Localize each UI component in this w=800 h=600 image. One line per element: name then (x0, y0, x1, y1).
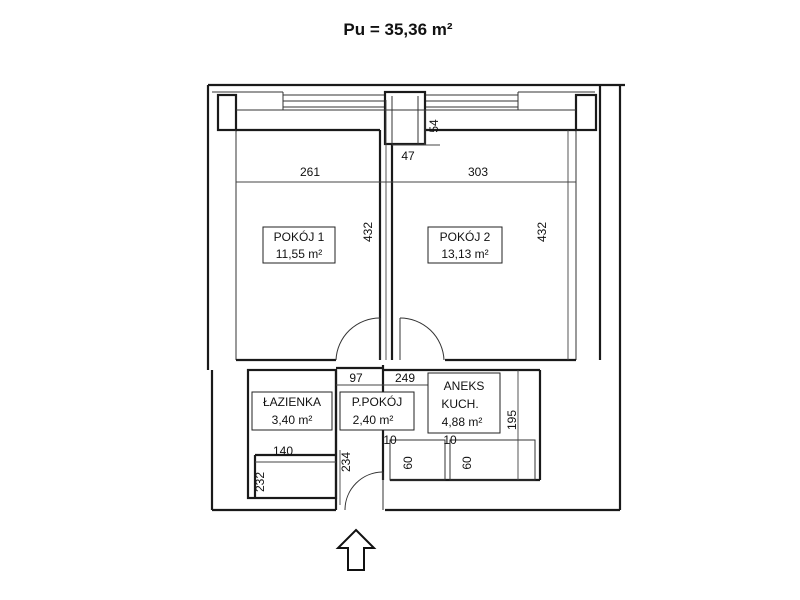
dim-232: 232 (253, 472, 267, 492)
room-label-pokoj-2: POKÓJ 2 13,13 m² (427, 226, 503, 264)
room-area: 4,88 m² (442, 415, 483, 429)
dim-249: 249 (395, 371, 415, 385)
room-label-p-pokoj: P.POKÓJ 2,40 m² (339, 391, 415, 431)
room-name-line2: KUCH. (441, 397, 478, 411)
room-label-lazienka: ŁAZIENKA 3,40 m² (251, 391, 333, 431)
dim-47: 47 (401, 149, 415, 163)
dim-261: 261 (300, 165, 320, 179)
dim-60-b: 60 (460, 456, 474, 470)
room-label-aneks-kuch: ANEKS KUCH. 4,88 m² (427, 372, 501, 434)
room-name: ŁAZIENKA (263, 395, 321, 409)
room-label-pokoj-1: POKÓJ 1 11,55 m² (262, 226, 336, 264)
door-swings (335, 317, 445, 511)
room-area: 3,40 m² (272, 413, 313, 427)
dim-60-a: 60 (401, 456, 415, 470)
room-name-line1: ANEKS (444, 379, 485, 393)
dim-432-right: 432 (535, 222, 549, 242)
dim-195: 195 (505, 410, 519, 430)
dim-54: 54 (427, 119, 441, 133)
dim-303: 303 (468, 165, 488, 179)
dim-10-b: 10 (443, 433, 457, 447)
dim-140: 140 (273, 444, 293, 458)
dimension-lines (236, 100, 576, 505)
room-area: 2,40 m² (353, 413, 394, 427)
room-name: POKÓJ 1 (274, 229, 325, 244)
room-name: P.POKÓJ (352, 394, 402, 409)
dim-432-left: 432 (361, 222, 375, 242)
dim-234: 234 (339, 452, 353, 472)
entrance-arrow-icon (335, 528, 377, 571)
plan-title: Pu = 35,36 m² (343, 20, 452, 39)
dim-97: 97 (349, 371, 363, 385)
dim-10-a: 10 (383, 433, 397, 447)
room-area: 11,55 m² (276, 247, 322, 261)
room-name: POKÓJ 2 (440, 229, 491, 244)
room-area: 13,13 m² (441, 247, 488, 261)
interior-walls (210, 128, 622, 512)
